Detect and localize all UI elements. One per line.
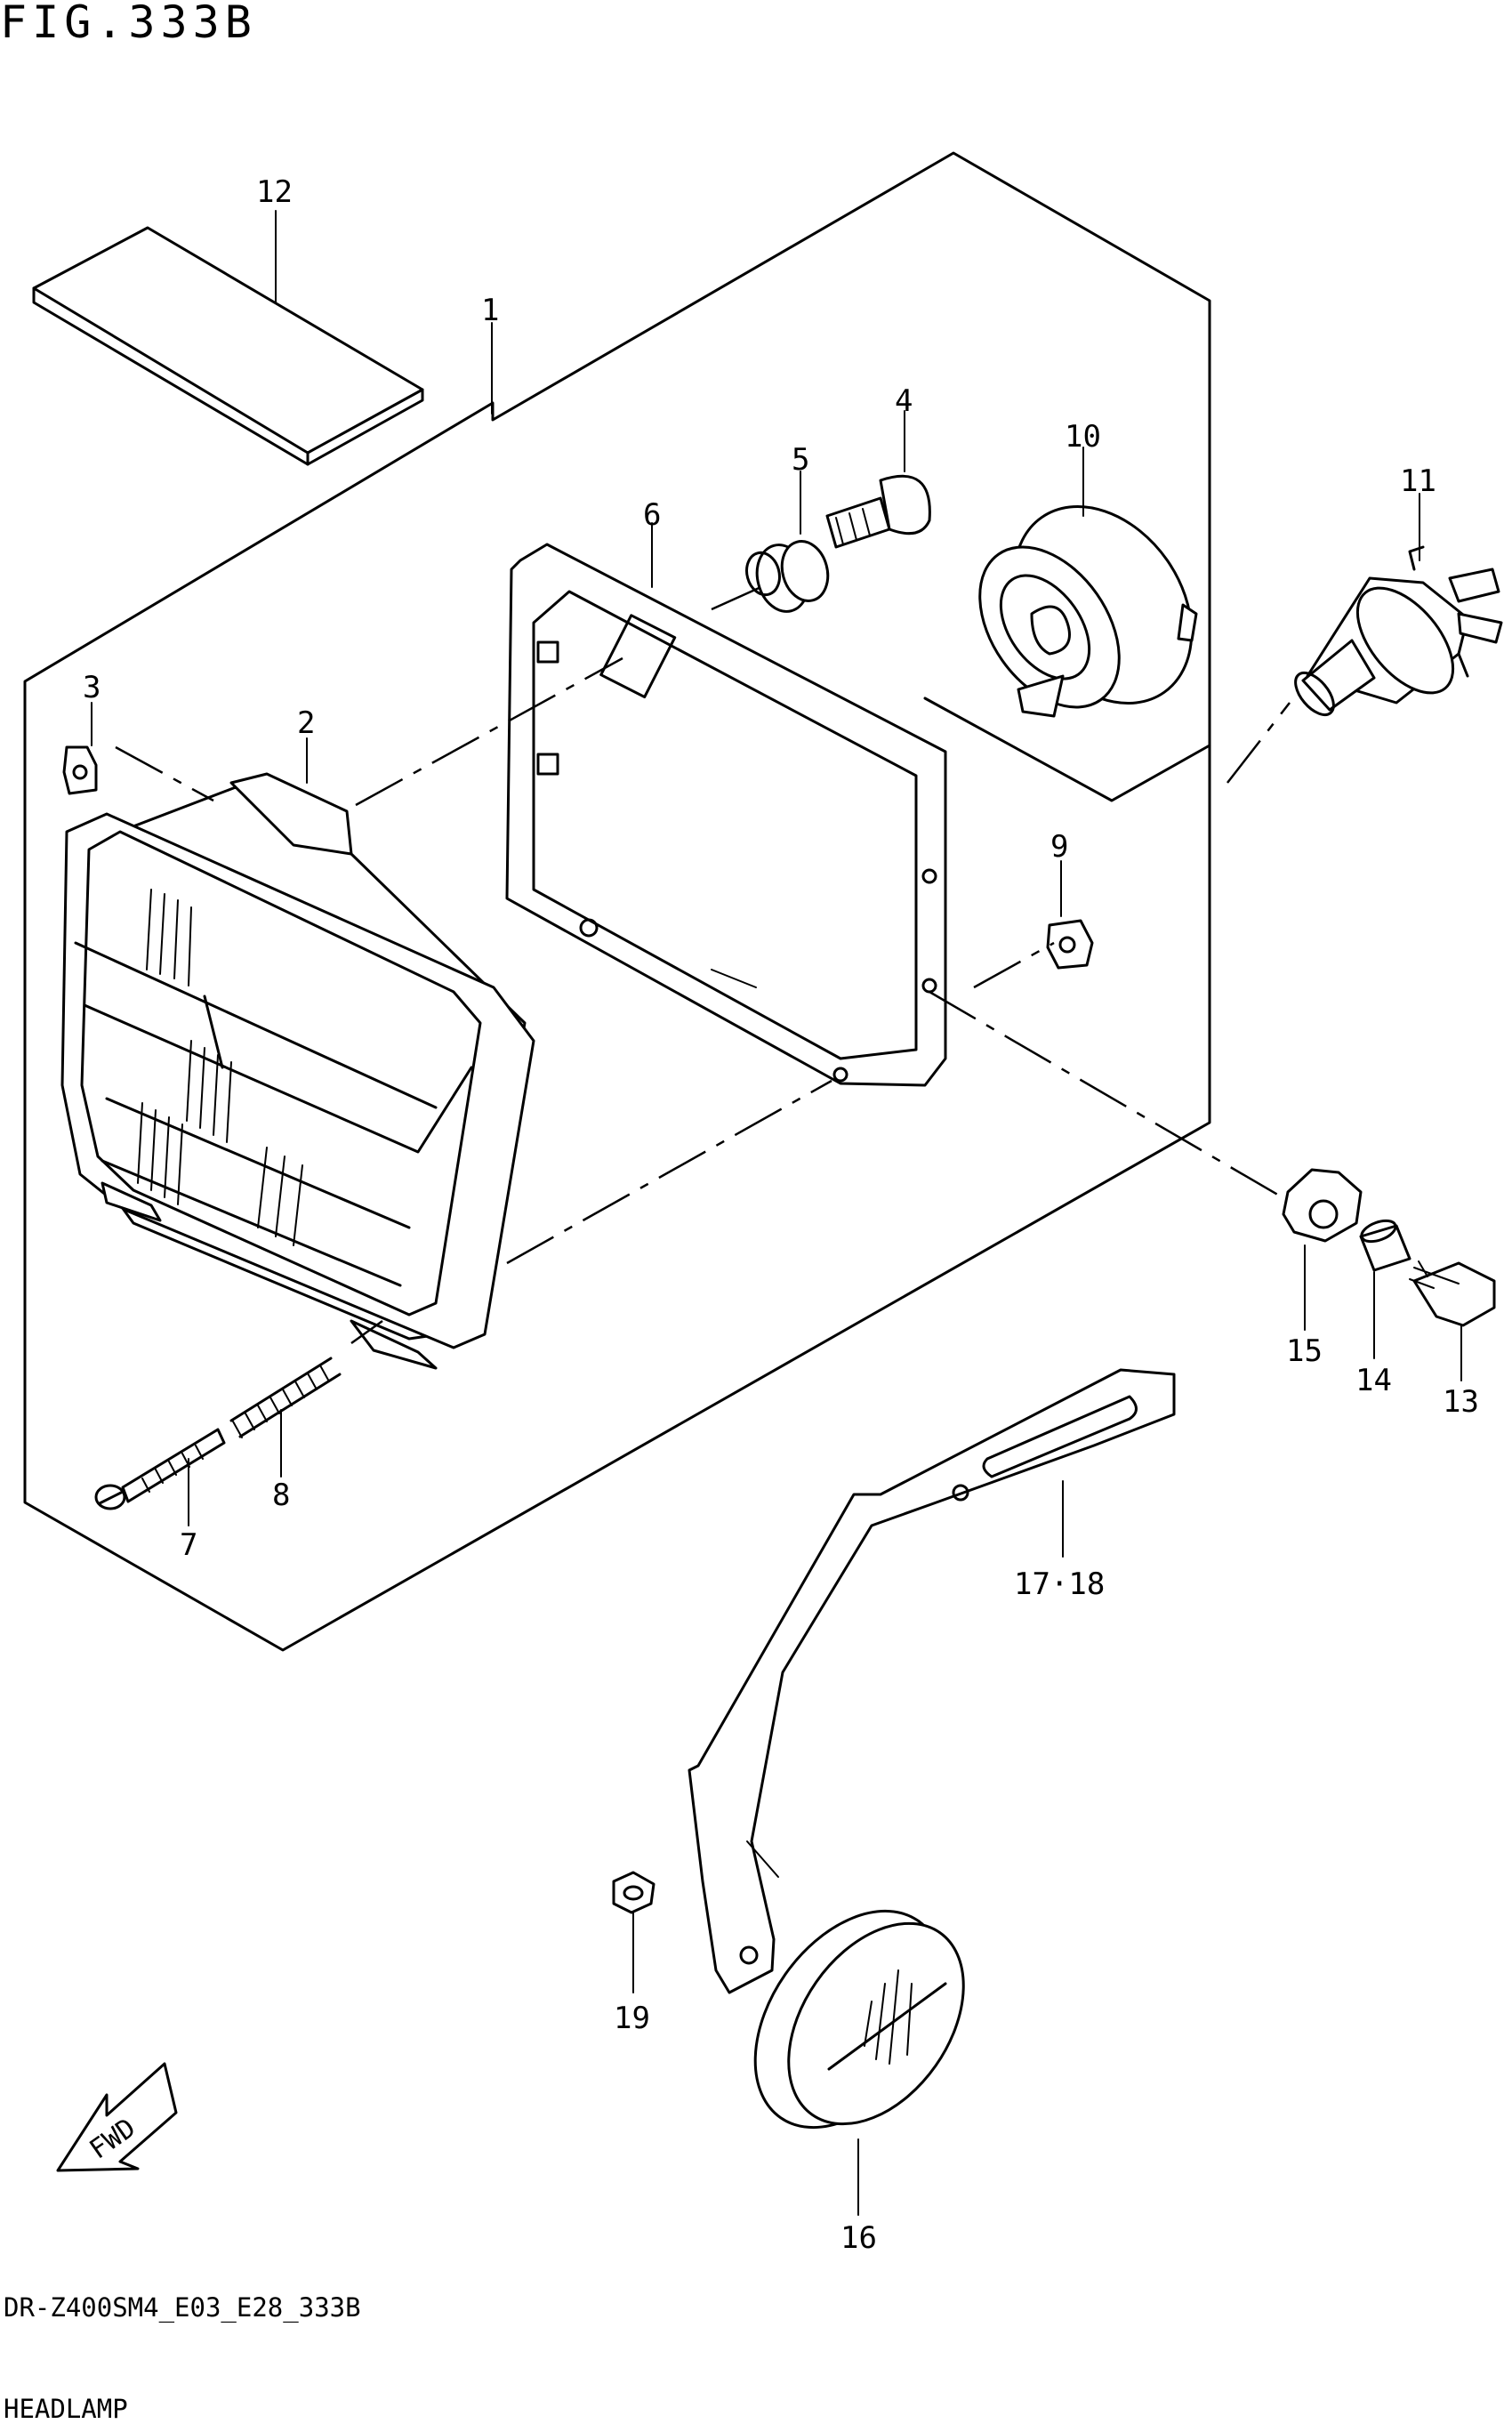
part-11-bulb	[1294, 545, 1503, 717]
part-13-bolt	[1409, 1260, 1496, 1327]
callout-11: 11	[1400, 463, 1436, 499]
callout-4: 4	[895, 383, 913, 419]
callout-14: 14	[1355, 1363, 1392, 1398]
part-7-screw	[94, 1428, 226, 1510]
callout-16: 16	[840, 2220, 877, 2256]
part-9-nut	[1046, 919, 1094, 970]
part-15-grommet	[1282, 1168, 1363, 1243]
callout-6: 6	[643, 497, 661, 533]
part-19-nut	[612, 1871, 655, 1914]
part-3-nut	[62, 745, 98, 795]
model-code: DR-Z400SM4_E03_E28_333B	[4, 2292, 361, 2323]
alignment-line	[506, 1079, 832, 1265]
part-4-screw	[825, 474, 931, 549]
callout-10: 10	[1065, 419, 1101, 455]
alignment-line	[973, 941, 1055, 989]
callout-9: 9	[1050, 829, 1068, 865]
callout-8: 8	[272, 1478, 290, 1513]
section-name: HEADLAMP	[4, 2394, 128, 2424]
figure-title: FIG.333B	[0, 0, 257, 48]
part-2-headlamp-unit	[60, 772, 535, 1370]
callout-12: 12	[256, 174, 293, 210]
callout-19: 19	[614, 2001, 650, 2036]
alignment-line	[1226, 702, 1291, 784]
leader-lines	[91, 210, 1462, 2216]
part-5-grommet	[745, 540, 830, 613]
alignment-line	[929, 990, 1282, 1198]
callout-15: 15	[1286, 1333, 1323, 1369]
part-16-reflector	[753, 1909, 965, 2130]
part-10-socket-cover	[978, 505, 1198, 718]
callout-17-18: 17·18	[1014, 1566, 1105, 1602]
fwd-arrow: FWD	[56, 2062, 178, 2172]
callout-7: 7	[180, 1527, 197, 1563]
callout-3: 3	[83, 670, 101, 705]
alignment-line	[350, 1319, 383, 1345]
callout-2: 2	[297, 705, 315, 741]
part-17-18-bracket	[688, 1368, 1176, 1994]
part-14-collar	[1359, 1219, 1411, 1272]
callout-5: 5	[792, 442, 809, 478]
assembly-boundary	[23, 151, 1211, 1652]
part-12-label-sticker	[32, 226, 424, 466]
alignment-line	[115, 745, 214, 802]
callout-1: 1	[481, 293, 499, 328]
alignment-line	[711, 584, 766, 611]
alignment-line	[355, 656, 623, 807]
part-8-spring	[229, 1357, 342, 1438]
part-6-headlamp-frame	[505, 543, 947, 1087]
callout-13: 13	[1443, 1384, 1479, 1420]
